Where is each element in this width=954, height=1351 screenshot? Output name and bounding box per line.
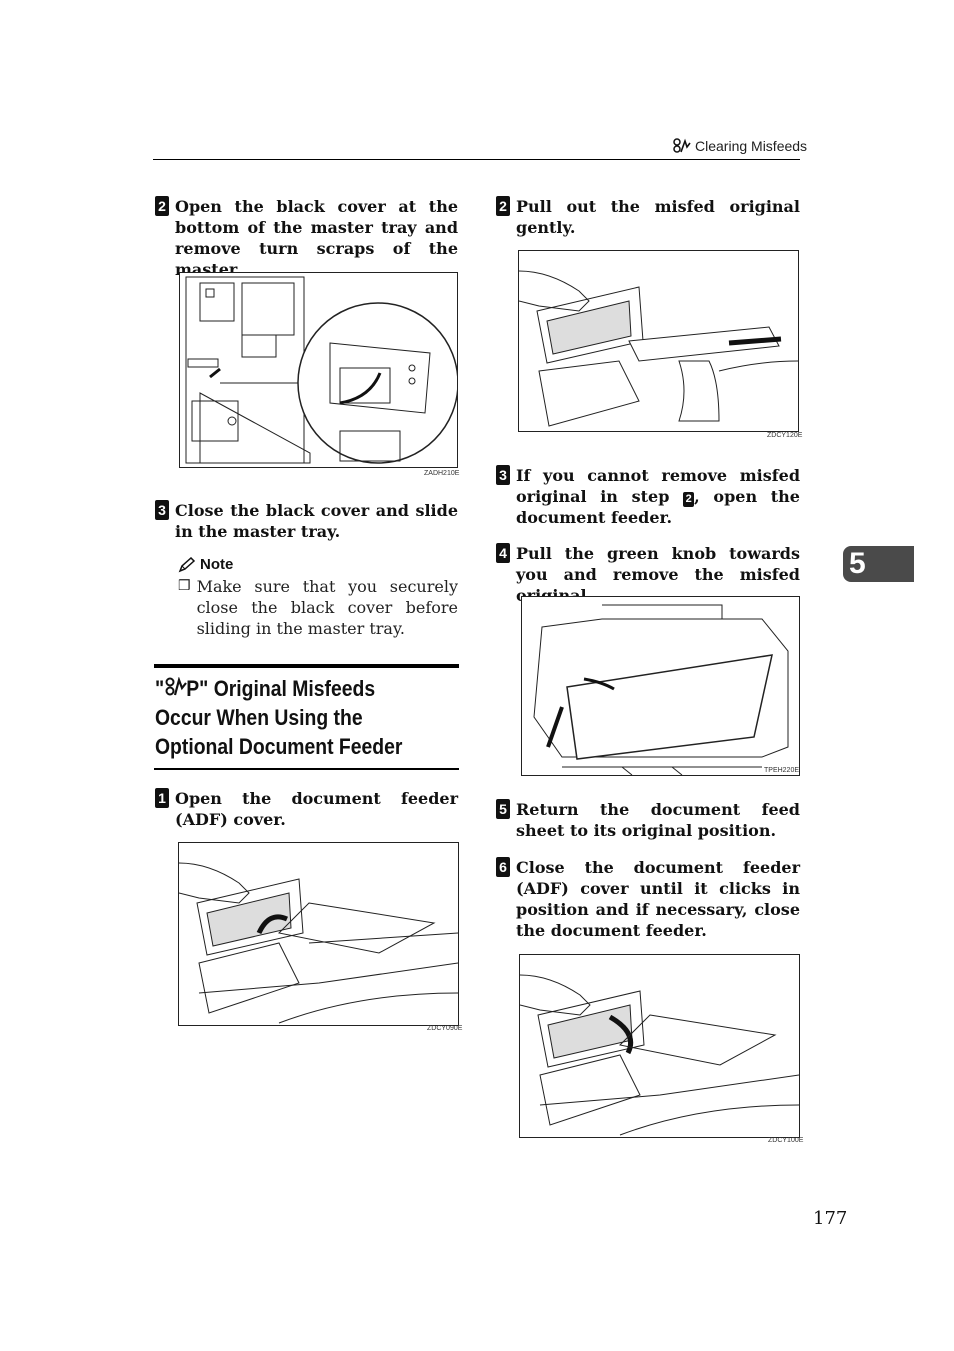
master-tray-illustration — [185, 276, 457, 464]
step-text: Open the document feeder (ADF) cover. — [175, 789, 458, 829]
step-number: 5 — [496, 799, 510, 819]
figure-id: ZADH210E — [424, 470, 460, 477]
section-title-line-3: Optional Document Feeder — [155, 734, 403, 759]
header-rule — [153, 159, 800, 160]
note-title: Note — [200, 556, 234, 573]
right-step-3: 3 If you cannot remove misfed original i… — [496, 465, 800, 528]
section-rule-bottom — [154, 768, 459, 770]
note-text: Make sure that you securely close the bl… — [196, 577, 458, 638]
left-step-2: 2 Open the black cover at the bottom of … — [155, 196, 458, 280]
figure-id: TPEH220E — [764, 767, 800, 774]
pull-original-illustration — [519, 270, 798, 427]
step-number: 2 — [155, 196, 169, 216]
step-text: Pull out the misfed original gently. — [516, 197, 800, 237]
figure-pull-out-original — [518, 250, 799, 432]
figure-open-adf-cover — [178, 842, 459, 1026]
step-text: If you cannot remove misfed original in … — [516, 466, 800, 527]
figure-id: ZDCY100E — [768, 1137, 804, 1144]
right-step-2: 2 Pull out the misfed original gently. — [496, 196, 800, 238]
step-number: 1 — [155, 788, 169, 808]
figure-id: ZDCY120E — [767, 432, 803, 439]
step-text: Close the document feeder (ADF) cover un… — [516, 858, 800, 940]
section-rule-top — [154, 664, 459, 668]
section-title-line-2: Occur When Using the — [155, 705, 363, 730]
figure-close-adf-cover — [519, 954, 800, 1138]
green-knob-illustration — [533, 604, 789, 775]
step-number: 3 — [496, 465, 510, 485]
right-step-5: 5 Return the document feed sheet to its … — [496, 799, 800, 841]
section-title: " + P" Original Misfeeds Occur When Usin… — [155, 674, 436, 761]
step-number: 6 — [496, 857, 510, 877]
figure-green-knob — [521, 596, 800, 776]
note-item: ❒ Make sure that you securely close the … — [178, 576, 458, 639]
chapter-tab: 5 — [843, 546, 914, 582]
left-step-1: 1 Open the document feeder (ADF) cover. — [155, 788, 458, 830]
step-text: Close the black cover and slide in the m… — [175, 501, 458, 541]
step-number: 4 — [496, 543, 510, 563]
header-title: Clearing Misfeeds — [695, 138, 808, 154]
step-number: 3 — [155, 500, 169, 520]
misfeed-icon — [673, 138, 691, 153]
page-number: 177 — [813, 1208, 848, 1229]
step-number: 2 — [496, 196, 510, 216]
figure-id: ZDCY090E — [427, 1025, 463, 1032]
left-step-3: 3 Close the black cover and slide in the… — [155, 500, 458, 542]
section-title-line-1: " + P" Original Misfeeds — [155, 676, 376, 701]
note-block: Note ❒ Make sure that you securely close… — [178, 556, 458, 639]
adf-open-illustration — [179, 862, 458, 1024]
misfeed-icon — [165, 677, 187, 697]
step-text: Open the black cover at the bottom of th… — [175, 197, 458, 279]
step-reference: 2 — [683, 492, 695, 507]
step-text: Return the document feed sheet to its or… — [516, 800, 800, 840]
running-header: Clearing Misfeeds — [673, 138, 807, 154]
pencil-icon — [178, 556, 196, 572]
figure-master-tray-cover — [179, 272, 458, 468]
note-heading: Note — [178, 556, 458, 573]
adf-close-illustration — [520, 974, 799, 1136]
right-step-6: 6 Close the document feeder (ADF) cover … — [496, 857, 800, 941]
checkbox-icon: ❒ — [178, 578, 191, 594]
